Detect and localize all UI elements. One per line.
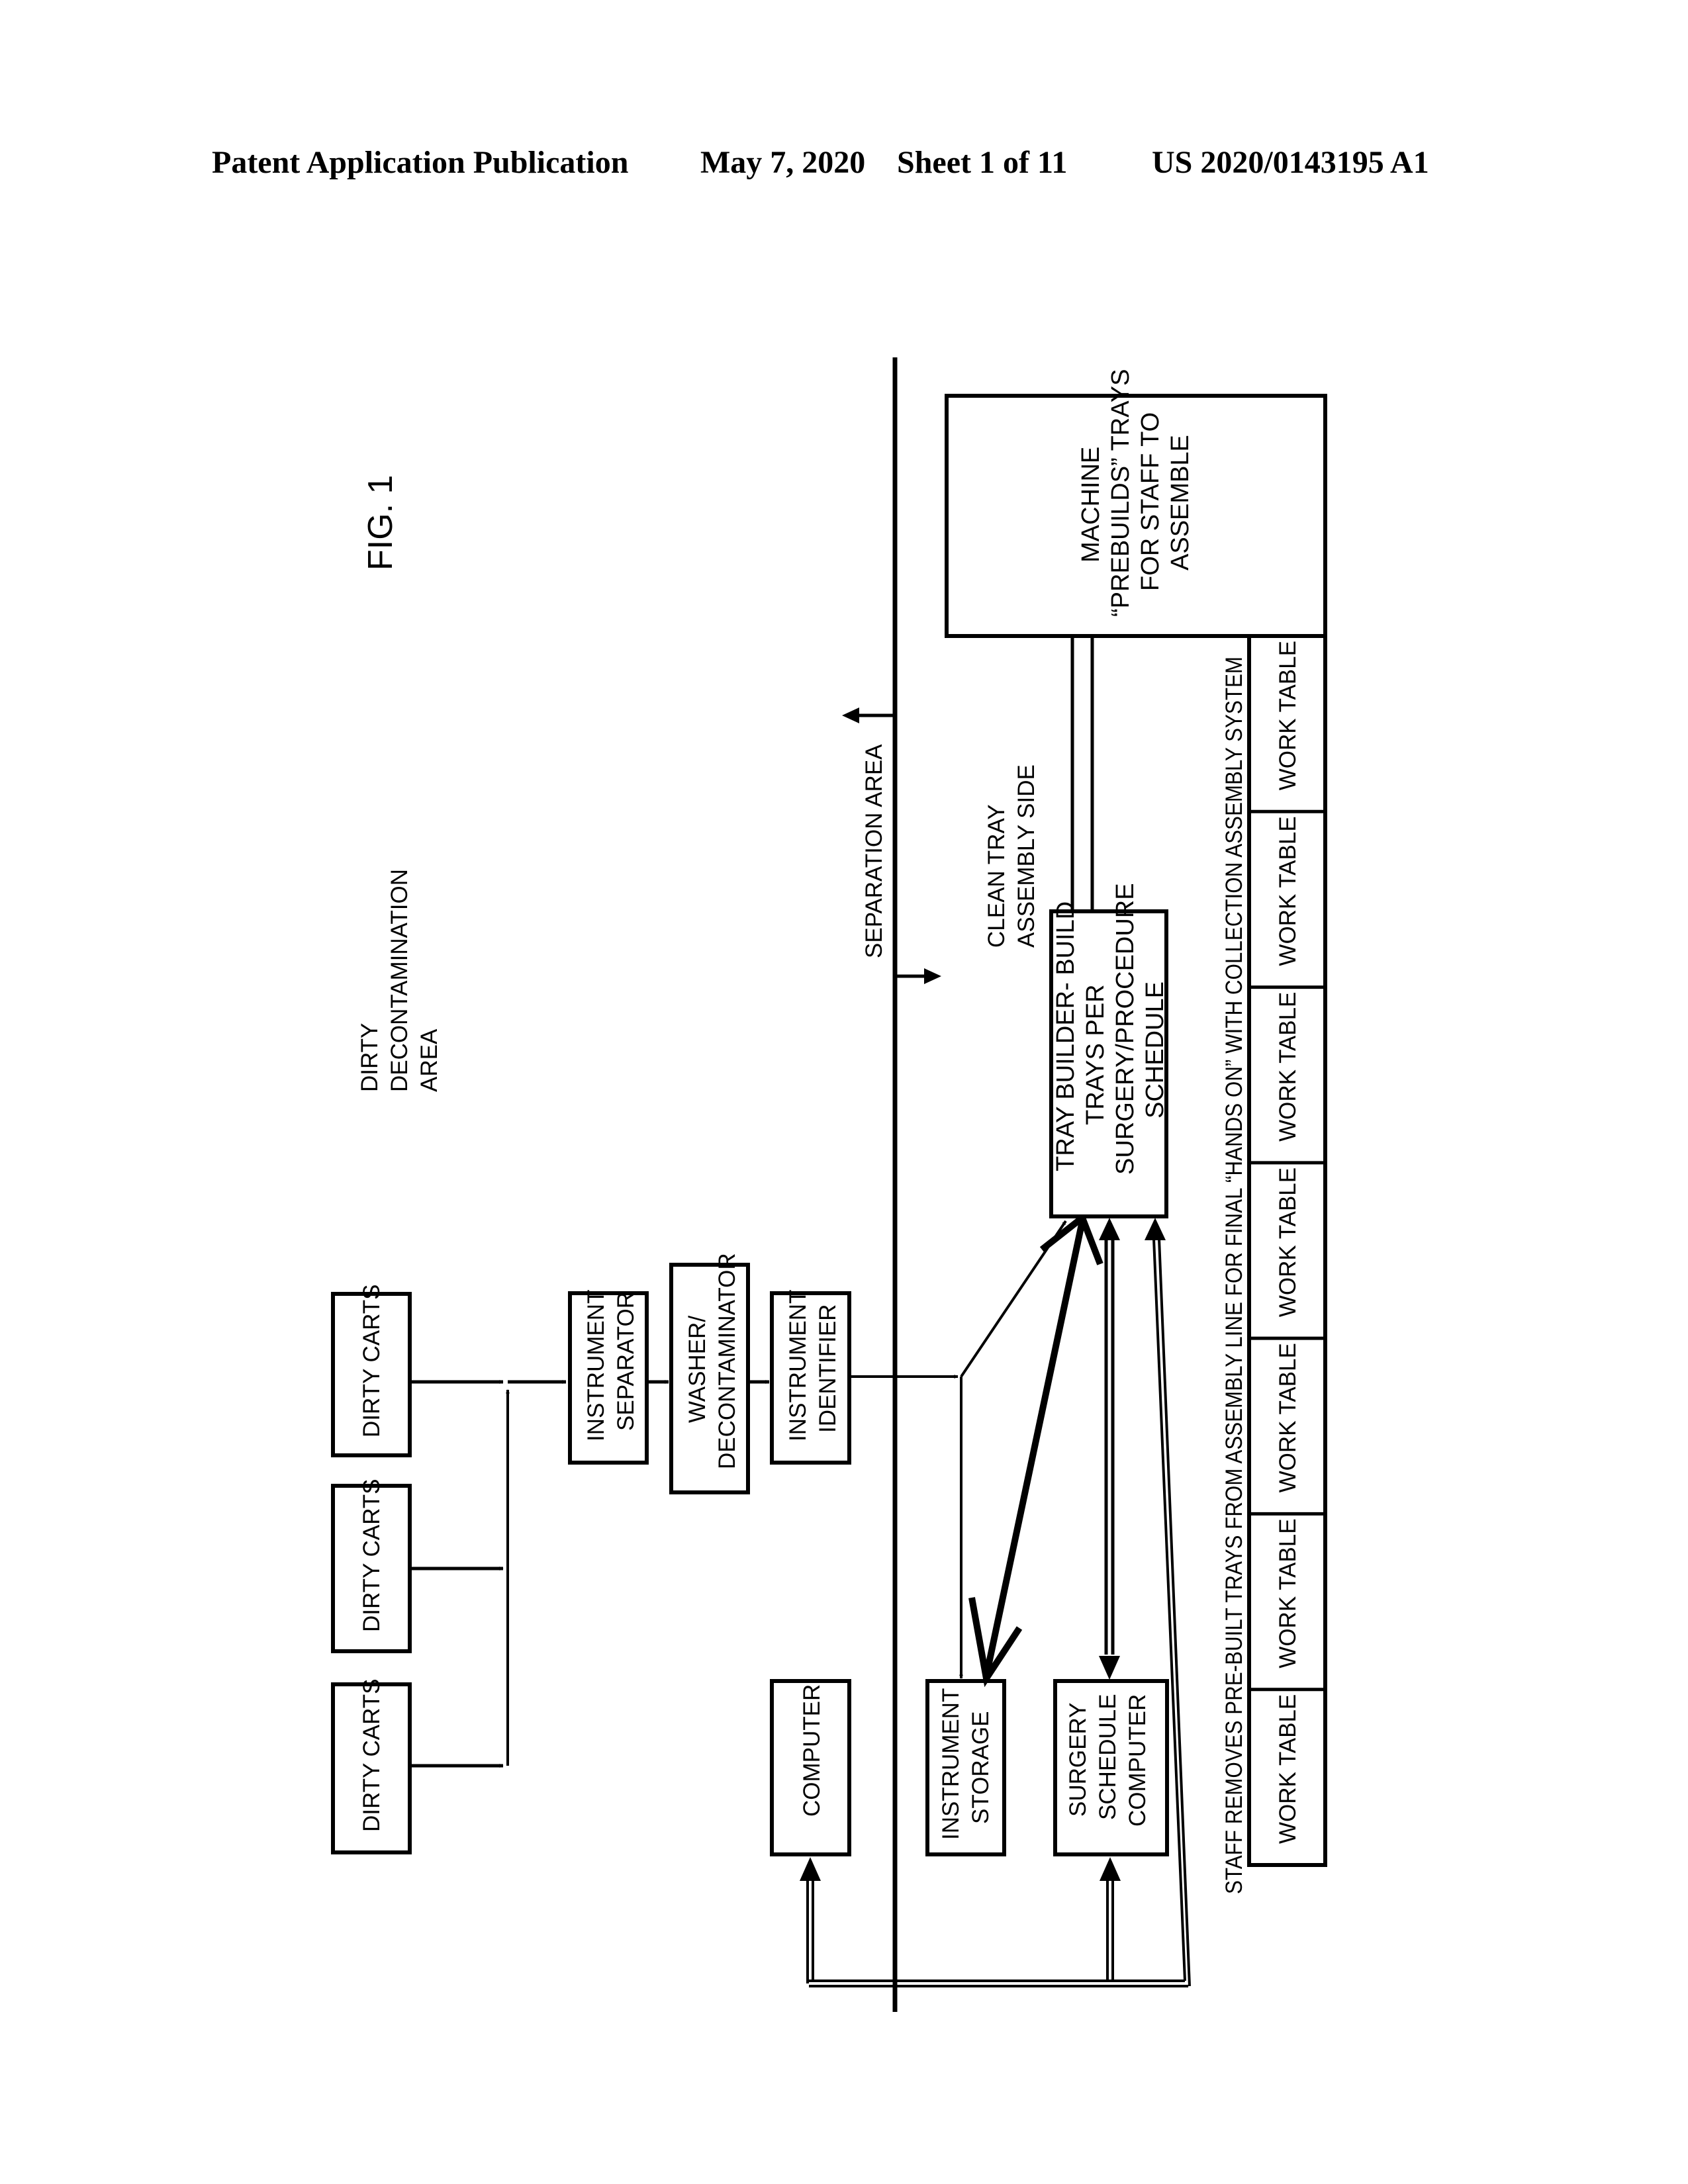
separation-area-label: SEPARATION AREA (861, 744, 887, 958)
clean-area-line1: CLEAN TRAY (984, 804, 1009, 948)
work-table-label: WORK TABLE (1275, 816, 1301, 966)
clean-area-label: CLEAN TRAY ASSEMBLY SIDE (984, 764, 1039, 948)
instrument-separator-box: INSTRUMENT SEPARATOR (568, 1290, 649, 1465)
dirty-area-line1: DIRTY (357, 1023, 383, 1092)
dirty-carts-label: DIRTY CARTS (359, 1285, 385, 1437)
work-table-label: WORK TABLE (1275, 641, 1301, 790)
tray-builder-line2: TRAYS PER (1082, 984, 1109, 1125)
patent-number: US 2020/0143195 A1 (1152, 145, 1429, 180)
separation-arrow-right (895, 968, 941, 984)
instrument-identifier-box: INSTRUMENT IDENTIFIER (770, 1290, 851, 1465)
staff-note: STAFF REMOVES PRE-BUILT TRAYS FROM ASSEM… (1221, 657, 1247, 1894)
dirty-carts-label: DIRTY CARTS (359, 1679, 385, 1832)
computer-label: COMPUTER (799, 1684, 825, 1817)
work-table-frame (1247, 634, 1327, 1867)
machine-line4: ASSEMBLE (1166, 435, 1194, 570)
instrument-identifier-line1: INSTRUMENT (785, 1290, 811, 1441)
surgery-schedule-computer-box: SURGERY SCHEDULE COMPUTER (1053, 1679, 1169, 1856)
dirty-area-line3: AREA (416, 1028, 442, 1092)
sheet-number: Sheet 1 of 11 (897, 145, 1068, 180)
computer-box: COMPUTER (770, 1679, 851, 1856)
work-table-strip: WORK TABLE WORK TABLE WORK TABLE WORK TABLE… (1247, 634, 1327, 1867)
washer-line2: DECONTAMINATOR (714, 1253, 740, 1469)
work-table-label: WORK TABLE (1275, 1518, 1301, 1668)
clean-area-line2: ASSEMBLY SIDE (1013, 764, 1039, 948)
work-table-label: WORK TABLE (1275, 1694, 1301, 1844)
instrument-storage-line1: INSTRUMENT (938, 1688, 964, 1840)
surgery-schedule-line3: COMPUTER (1125, 1694, 1150, 1827)
separation-arrow-left (842, 707, 895, 723)
work-table-label: WORK TABLE (1275, 1343, 1301, 1492)
publication-date: May 7, 2020 (700, 145, 866, 180)
dirty-carts-box-3: DIRTY CARTS (331, 1679, 412, 1854)
tray-builder-line1: TRAY BUILDER- BUILD (1052, 901, 1080, 1171)
schedule-trayb-double-arrow (1099, 1218, 1120, 1680)
dirty-area-label: DIRTY DECONTAMINATION AREA (357, 869, 442, 1092)
publication-title: Patent Application Publication (212, 145, 629, 180)
instrument-separator-line2: SEPARATOR (613, 1292, 639, 1431)
dirty-carts-connectors (410, 1380, 567, 1768)
machine-line2: “PREBUILDS” TRAYS (1107, 369, 1135, 617)
surgery-schedule-line2: SCHEDULE (1095, 1694, 1121, 1820)
instrument-identifier-line2: IDENTIFIER (815, 1304, 841, 1433)
patent-header: Patent Application Publication May 7, 20… (212, 144, 1470, 191)
instrument-separator-line1: INSTRUMENT (583, 1290, 609, 1441)
machine-line3: FOR STAFF TO (1137, 412, 1164, 591)
washer-decontaminator-box: WASHER/ DECONTAMINATOR (669, 1253, 750, 1494)
tray-builder-line3: SURGERY/PROCEDURE (1111, 883, 1139, 1175)
tray-builder-box: TRAY BUILDER- BUILD TRAYS PER SURGERY/PR… (1049, 883, 1169, 1218)
machine-prebuild-box: MACHINE “PREBUILDS” TRAYS FOR STAFF TO A… (945, 369, 1327, 638)
instrument-storage-box: INSTRUMENT STORAGE (925, 1679, 1006, 1856)
surgery-schedule-line1: SURGERY (1065, 1703, 1091, 1817)
dirty-carts-label: DIRTY CARTS (359, 1479, 385, 1632)
dirty-area-line2: DECONTAMINATION (387, 869, 412, 1092)
figure-label: FIG. 1 (361, 475, 400, 570)
computer-network-lines (800, 1218, 1191, 1987)
washer-line1: WASHER/ (684, 1316, 710, 1423)
dirty-carts-box-2: DIRTY CARTS (331, 1479, 412, 1653)
machine-line1: MACHINE (1077, 447, 1105, 563)
work-table-label: WORK TABLE (1275, 1167, 1301, 1317)
work-table-label: WORK TABLE (1275, 992, 1301, 1142)
dirty-carts-box-1: DIRTY CARTS (331, 1285, 412, 1457)
conveyor-lines (1070, 636, 1094, 911)
instrument-storage-line2: STORAGE (968, 1711, 994, 1824)
storage-trayb-thick-arrow (968, 1212, 1103, 1688)
tray-builder-line4: SCHEDULE (1141, 981, 1169, 1118)
